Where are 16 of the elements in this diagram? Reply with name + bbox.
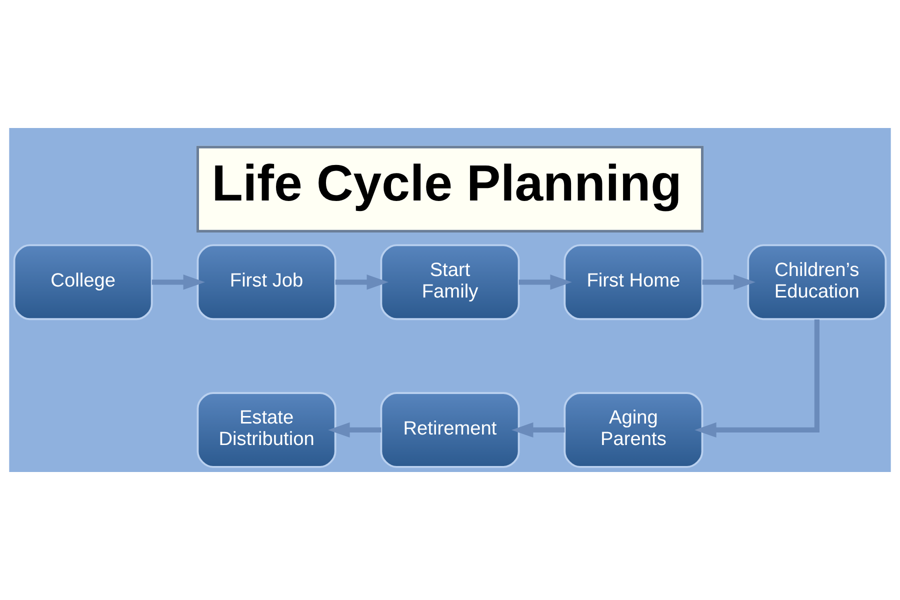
arrow [694,319,820,438]
arrow [518,274,572,290]
node-box: Start Family [380,244,520,320]
node-box: College [13,244,153,320]
node-box: Retirement [380,392,520,468]
arrow [335,274,388,290]
arrow [152,274,206,290]
node-box: First Home [564,244,704,320]
node-box: Estate Distribution [196,392,336,468]
arrow [328,422,382,438]
arrow [512,422,565,438]
node-box: Children’s Education [747,244,887,320]
node-box: Aging Parents [564,392,704,468]
node-box: First Job [196,244,336,320]
diagram-title: Life Cycle Planning [212,154,682,212]
arrow [702,274,756,290]
